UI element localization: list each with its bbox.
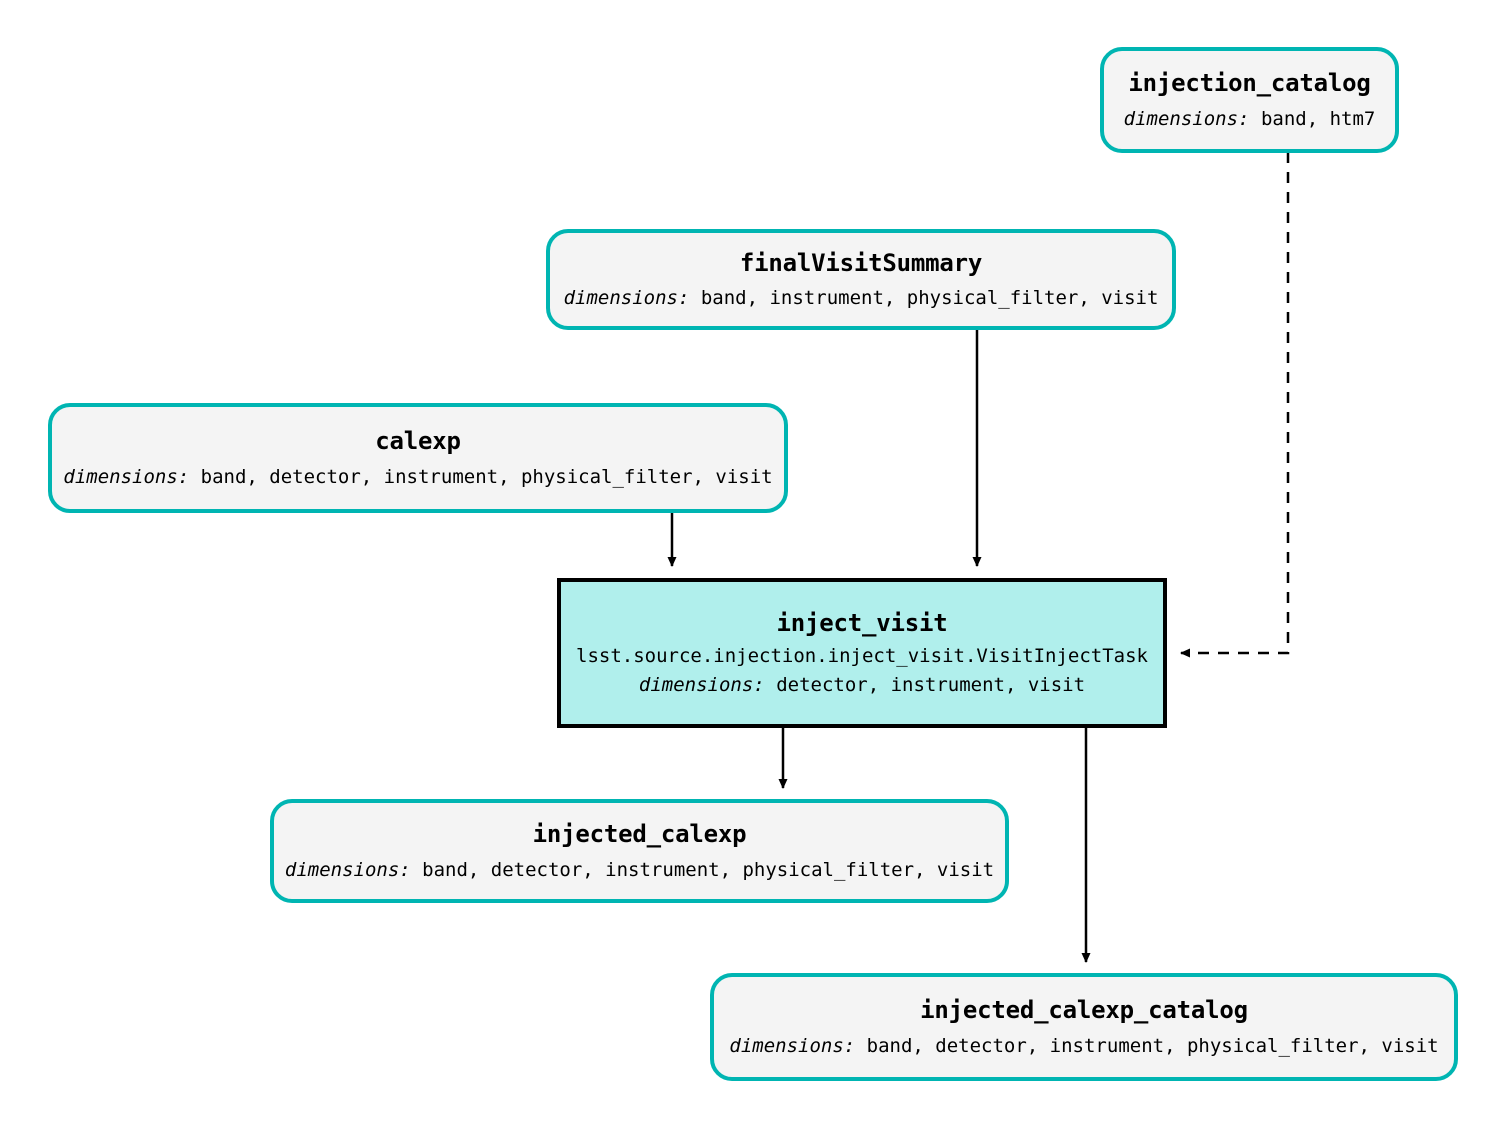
node-dimensions: dimensions: band, detector, instrument, … [729,1034,1439,1057]
node-calexp[interactable]: calexp dimensions: band, detector, instr… [48,403,788,513]
dimensions-label: dimensions: [729,1034,856,1057]
node-title: inject_visit [776,608,948,637]
node-finalvisitsummary[interactable]: finalVisitSummary dimensions: band, inst… [546,229,1176,330]
node-dimensions: dimensions: band, detector, instrument, … [284,858,995,881]
node-dimensions: dimensions: band, htm7 [1123,107,1376,130]
dimensions-label: dimensions: [563,287,690,310]
dimensions-value: band, instrument, physical_filter, visit [689,287,1159,310]
node-dimensions: dimensions: band, detector, instrument, … [63,465,773,488]
dimensions-value: band, detector, instrument, physical_fil… [855,1034,1439,1057]
node-injection-catalog[interactable]: injection_catalog dimensions: band, htm7 [1100,47,1399,153]
dimensions-value: detector, instrument, visit [764,674,1086,697]
node-dimensions: dimensions: detector, instrument, visit [639,675,1085,696]
dimensions-label: dimensions: [638,674,765,697]
node-class-path: lsst.source.injection.inject_visit.Visit… [576,645,1148,668]
node-title: finalVisitSummary [739,248,983,277]
dimensions-label: dimensions: [63,465,190,488]
node-title: calexp [375,427,461,456]
node-title: injection_catalog [1128,69,1371,98]
node-title: injected_calexp [532,820,747,849]
node-title: injected_calexp_catalog [920,996,1248,1025]
dimensions-value: band, detector, instrument, physical_fil… [189,465,773,488]
node-injected-calexp[interactable]: injected_calexp dimensions: band, detect… [270,799,1009,903]
node-dimensions: dimensions: band, instrument, physical_f… [564,288,1159,309]
node-inject-visit[interactable]: inject_visit lsst.source.injection.injec… [557,578,1167,728]
dimensions-label: dimensions: [1123,107,1250,130]
edge-injection-catalog-to-inject-visit [1180,152,1290,658]
node-injected-calexp-catalog[interactable]: injected_calexp_catalog dimensions: band… [710,973,1458,1081]
dimensions-value: band, detector, instrument, physical_fil… [410,858,995,881]
dimensions-value: band, htm7 [1249,107,1376,130]
dimensions-label: dimensions: [284,858,411,881]
